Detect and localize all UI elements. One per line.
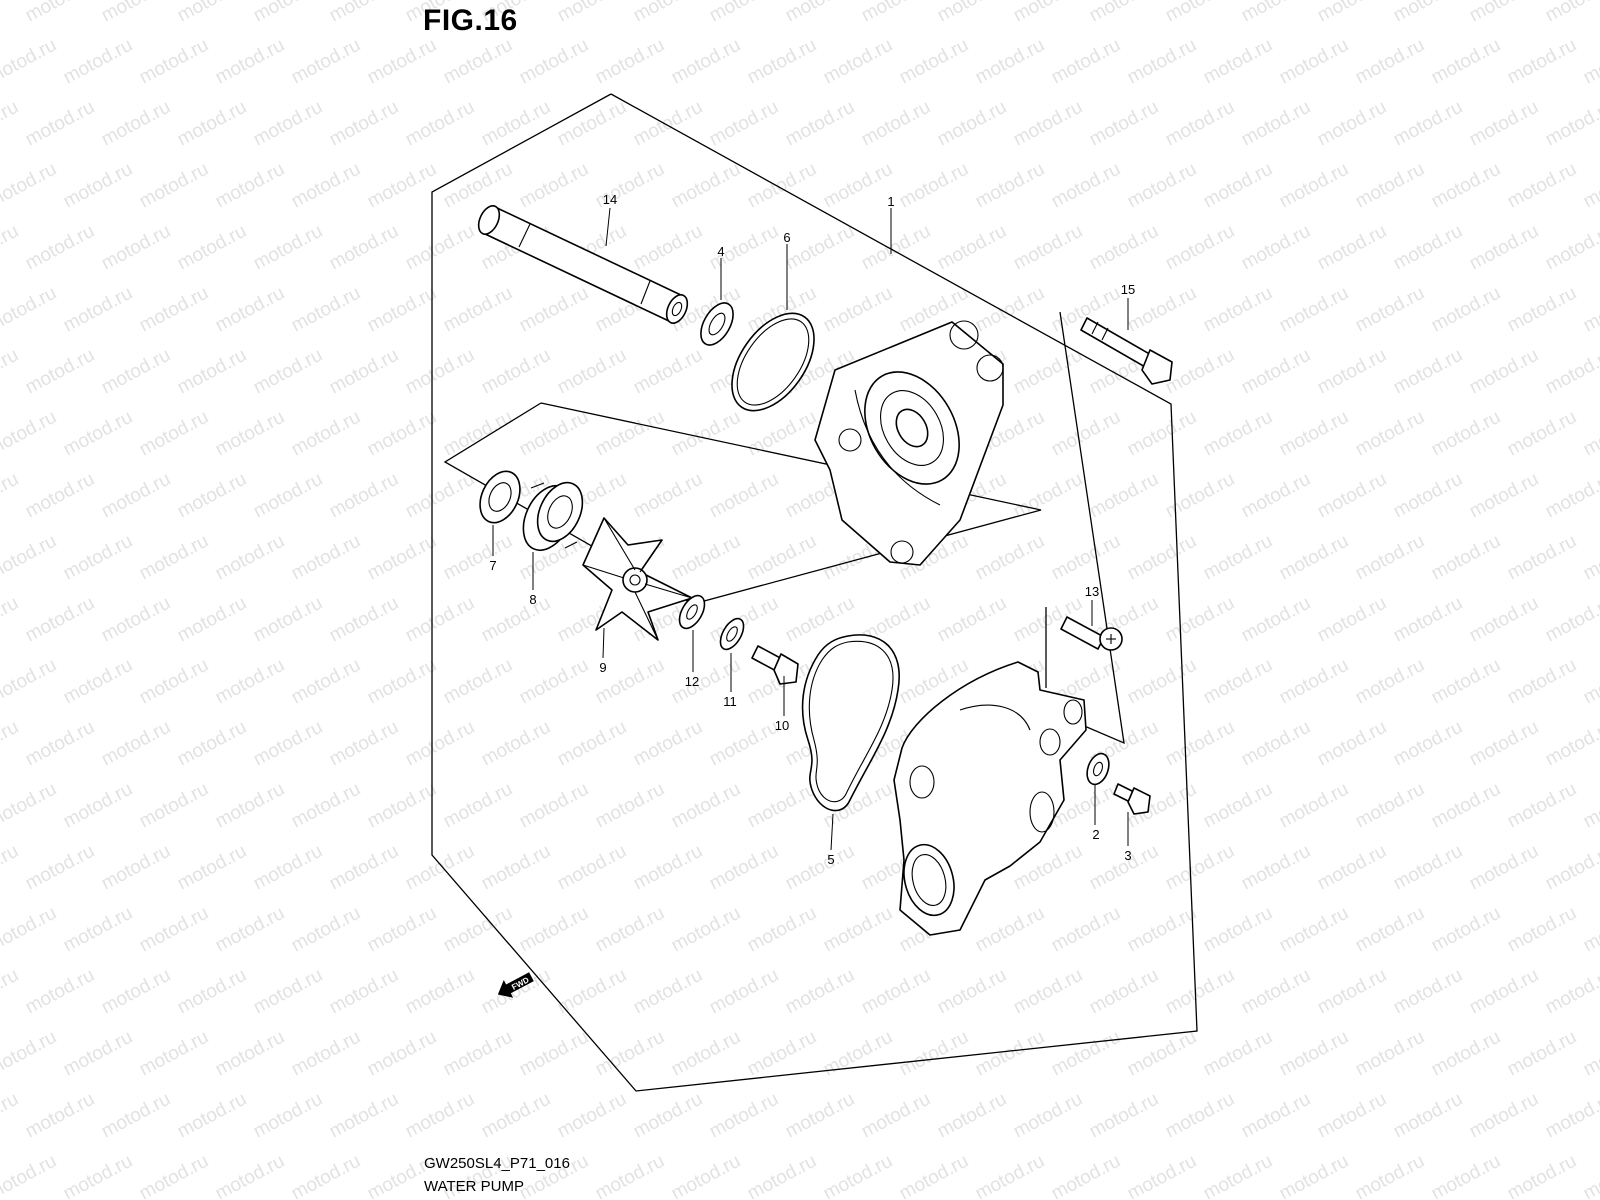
callout-10: 10: [775, 718, 789, 733]
callout-7: 7: [489, 558, 496, 573]
callout-14: 14: [603, 192, 617, 207]
callout-15: 15: [1121, 282, 1135, 297]
callout-5: 5: [827, 852, 834, 867]
callout-labels: 1 2 3 4 5 6 7 8 9 10 11 12 13 14 15: [489, 192, 1135, 867]
callout-11: 11: [723, 694, 737, 709]
impeller-shaft: [477, 205, 689, 324]
callout-8: 8: [529, 592, 536, 607]
bolt-15: [1080, 317, 1173, 385]
callout-2: 2: [1092, 827, 1099, 842]
callout-1: 1: [887, 194, 894, 209]
water-pump-case: [893, 661, 1087, 936]
bolt-13: [1060, 616, 1123, 651]
o-ring-6: [731, 312, 815, 412]
callout-3: 3: [1124, 848, 1131, 863]
washer-11: [719, 617, 745, 651]
leader-lines: [492, 207, 1129, 851]
washer-2: [1086, 752, 1110, 786]
water-pump-body: [814, 320, 1004, 566]
callout-12: 12: [685, 674, 699, 689]
washer-4: [700, 302, 734, 346]
callout-9: 9: [599, 660, 606, 675]
figure-name: WATER PUMP: [424, 1178, 524, 1195]
impeller-9: [582, 517, 693, 641]
mechanical-seal-8: [522, 481, 584, 551]
callout-6: 6: [783, 230, 790, 245]
callout-4: 4: [717, 244, 724, 259]
callout-13: 13: [1085, 584, 1099, 599]
washer-12: [678, 594, 706, 630]
figure-code: GW250SL4_P71_016: [424, 1155, 570, 1172]
bolt-10: [751, 645, 799, 685]
seal-7: [479, 470, 521, 524]
gasket-5: [801, 634, 900, 812]
bolt-3: [1113, 783, 1151, 815]
figure-title: FIG.16: [423, 4, 518, 37]
fwd-arrow-icon: FWD: [497, 972, 534, 998]
